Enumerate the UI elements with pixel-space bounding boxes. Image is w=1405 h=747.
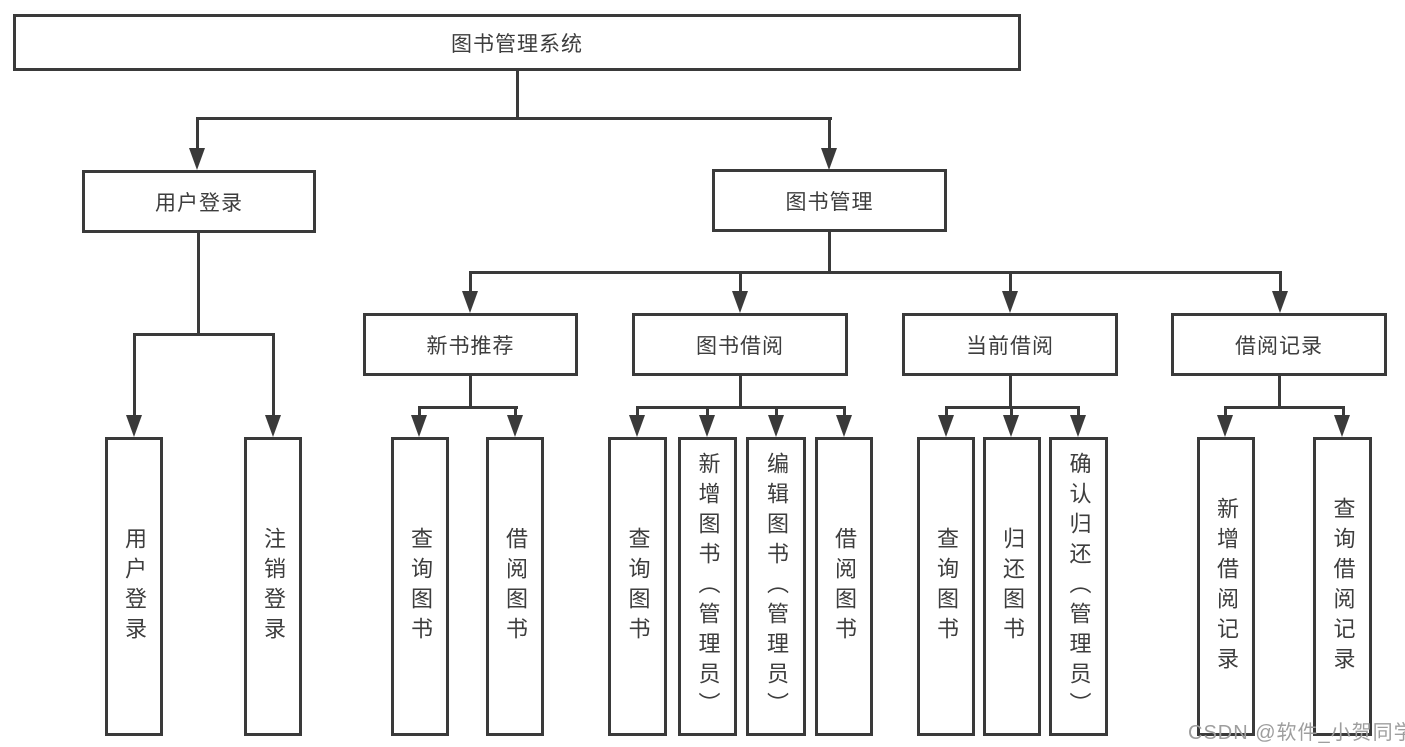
connector-line <box>1010 406 1013 418</box>
connector-line <box>516 70 519 119</box>
leaf-confirm-return-admin: 确认归还（管理员） <box>1049 437 1108 736</box>
node-label: 查询图书 <box>934 526 959 647</box>
leaf-query-books-borrowing: 查询图书 <box>608 437 667 736</box>
connector-line <box>196 117 199 151</box>
connector-line <box>418 406 421 418</box>
node-label: 归还图书 <box>1000 526 1025 647</box>
arrow-down-icon <box>507 415 523 437</box>
connector-line <box>418 406 518 409</box>
node-label: 确认归还（管理员） <box>1066 451 1092 722</box>
connector-line <box>1278 376 1281 408</box>
arrow-down-icon <box>699 415 715 437</box>
leaf-add-borrow-record: 新增借阅记录 <box>1197 437 1255 736</box>
node-label: 编辑图书（管理员） <box>764 451 789 722</box>
connector-line <box>843 406 846 418</box>
connector-line <box>636 406 846 409</box>
connector-line <box>1279 271 1282 293</box>
node-root-system: 图书管理系统 <box>13 14 1021 71</box>
leaf-return-book: 归还图书 <box>983 437 1041 736</box>
connector-line <box>739 271 742 293</box>
arrow-down-icon <box>411 415 427 437</box>
node-label: 查询图书 <box>625 526 651 647</box>
node-borrowing-records: 借阅记录 <box>1171 313 1387 376</box>
arrow-down-icon <box>1272 291 1288 313</box>
leaf-user-login: 用户登录 <box>105 437 163 736</box>
node-label: 借阅图书 <box>832 526 857 647</box>
arrow-down-icon <box>1334 415 1350 437</box>
arrow-down-icon <box>462 291 478 313</box>
connector-line <box>1009 271 1012 293</box>
node-label: 用户登录 <box>155 191 243 215</box>
node-label: 当前借阅 <box>966 334 1054 358</box>
arrow-down-icon <box>629 415 645 437</box>
node-label: 借阅记录 <box>1235 334 1323 358</box>
leaf-query-borrow-record: 查询借阅记录 <box>1313 437 1372 736</box>
connector-line <box>775 406 778 418</box>
arrow-down-icon <box>836 415 852 437</box>
leaf-borrow-books-recommend: 借阅图书 <box>486 437 544 736</box>
connector-line <box>945 406 948 418</box>
connector-line <box>469 376 472 408</box>
leaf-borrow-books-borrowing: 借阅图书 <box>815 437 873 736</box>
node-label: 新增借阅记录 <box>1214 496 1239 677</box>
connector-line <box>739 376 742 408</box>
watermark: CSDN @软件_小贺同学 <box>1188 722 1405 744</box>
node-label: 借阅图书 <box>503 526 528 647</box>
node-label: 图书管理系统 <box>451 32 583 56</box>
connector-line <box>828 117 831 151</box>
arrow-down-icon <box>732 291 748 313</box>
arrow-down-icon <box>265 415 281 437</box>
connector-line <box>828 232 831 273</box>
connector-line <box>514 406 517 418</box>
connector-line <box>1009 376 1012 408</box>
connector-line <box>1224 406 1345 409</box>
node-label: 用户登录 <box>122 526 147 647</box>
node-label: 新增图书（管理员） <box>695 451 721 722</box>
connector-line <box>272 333 275 417</box>
node-label: 查询图书 <box>408 526 433 647</box>
arrow-down-icon <box>768 415 784 437</box>
leaf-add-book-admin: 新增图书（管理员） <box>678 437 737 736</box>
connector-line <box>133 333 275 336</box>
connector-line <box>1224 406 1227 418</box>
node-book-borrowing: 图书借阅 <box>632 313 848 376</box>
arrow-down-icon <box>1070 415 1086 437</box>
arrow-down-icon <box>189 148 205 170</box>
connector-line <box>706 406 709 418</box>
node-label: 新书推荐 <box>426 334 515 358</box>
connector-line <box>469 271 472 293</box>
arrow-down-icon <box>1002 291 1018 313</box>
arrow-down-icon <box>821 148 837 170</box>
connector-line <box>1077 406 1080 418</box>
leaf-logout: 注销登录 <box>244 437 302 736</box>
arrow-down-icon <box>938 415 954 437</box>
node-label: 图书借阅 <box>696 334 784 358</box>
node-user-login: 用户登录 <box>82 170 316 233</box>
connector-line <box>1342 406 1345 418</box>
connector-line <box>196 117 832 120</box>
connector-line <box>636 406 639 418</box>
arrow-down-icon <box>1217 415 1233 437</box>
node-label: 查询借阅记录 <box>1330 496 1356 677</box>
connector-line <box>197 233 200 335</box>
leaf-query-books-current: 查询图书 <box>917 437 975 736</box>
connector-line <box>133 333 136 417</box>
leaf-edit-book-admin: 编辑图书（管理员） <box>746 437 806 736</box>
node-current-borrowing: 当前借阅 <box>902 313 1118 376</box>
arrow-down-icon <box>1003 415 1019 437</box>
node-label: 注销登录 <box>261 526 286 647</box>
leaf-query-books-recommend: 查询图书 <box>391 437 449 736</box>
node-book-management: 图书管理 <box>712 169 947 232</box>
node-label: 图书管理 <box>785 190 874 214</box>
connector-line <box>469 271 1282 274</box>
arrow-down-icon <box>126 415 142 437</box>
node-new-book-recommend: 新书推荐 <box>363 313 578 376</box>
